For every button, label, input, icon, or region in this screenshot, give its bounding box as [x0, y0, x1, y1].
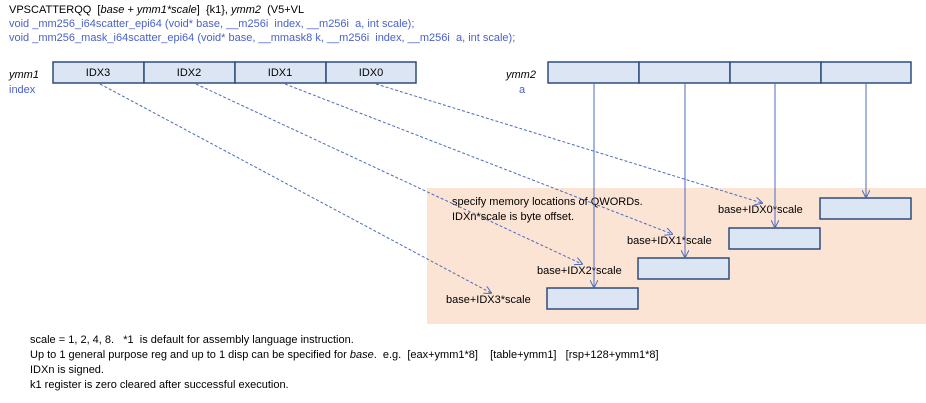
ymm2-cell-0: [820, 61, 912, 84]
ymm2-cell-2: [638, 61, 731, 84]
index-arrows: [99, 83, 762, 293]
instr-reg: ymm2: [231, 4, 261, 16]
footnotes: scale = 1, 2, 4, 8. *1 is default for as…: [30, 333, 659, 393]
instr-prefix: VPSCATTERQQ [: [9, 4, 101, 16]
ymm2-cell-3: [547, 61, 640, 84]
note-base-regs-c: . e.g. [eax+ymm1*8] [table+ymm1] [rsp+12…: [373, 349, 659, 361]
intrinsic-prototype-1: void _mm256_i64scatter_epi64 (void* base…: [9, 18, 415, 30]
data-arrows: [594, 83, 866, 287]
mem-cell-idx2: [637, 257, 730, 280]
index-arrow-idx0: [375, 83, 762, 203]
ymm1-cell-label-idx0: IDX0: [359, 67, 383, 79]
mem-cell-idx0: [819, 197, 912, 220]
instr-suffix: (V5+VL: [260, 4, 305, 16]
ymm1-var-label: index: [9, 84, 36, 96]
instr-mid: ] {k1},: [196, 4, 232, 16]
ymm1-cell-idx0: [325, 61, 417, 84]
note-base-regs-a: Up to 1 general purpose reg and up to 1 …: [30, 349, 350, 361]
mem-label-idx2: base+IDX2*scale: [537, 265, 622, 277]
ymm1-cell-label-idx1: IDX1: [268, 67, 292, 79]
ymm2-reg-label: ymm2: [505, 69, 536, 81]
note-k1: k1 register is zero cleared after succes…: [30, 379, 289, 391]
index-arrow-idx2: [195, 83, 582, 264]
instruction-syntax: VPSCATTERQQ [base + ymm1*scale] {k1}, ym…: [9, 4, 304, 17]
note-signed: IDXn is signed.: [30, 364, 104, 376]
mem-cell-idx3: [546, 287, 639, 310]
memory-note-line2: IDXn*scale is byte offset.: [452, 211, 574, 223]
instr-operand: base + ymm1*scale: [100, 4, 197, 16]
intrinsic-prototype-2: void _mm256_mask_i64scatter_epi64 (void*…: [9, 32, 516, 44]
ymm2-register: [547, 61, 912, 84]
mem-label-idx3: base+IDX3*scale: [446, 294, 531, 306]
ymm1-cell-label-idx2: IDX2: [177, 67, 201, 79]
mem-label-idx1: base+IDX1*scale: [627, 235, 712, 247]
note-scale: scale = 1, 2, 4, 8. *1 is default for as…: [30, 334, 354, 346]
memory-note-line1: specify memory locations of QWORDs.: [452, 196, 643, 208]
mem-cell-idx1: [728, 227, 821, 250]
index-arrow-idx3: [99, 83, 491, 293]
index-arrow-idx1: [284, 83, 672, 234]
ymm2-var-label: a: [519, 84, 526, 96]
ymm1-reg-label: ymm1: [8, 69, 39, 81]
note-base-regs-b: base: [349, 349, 374, 361]
ymm1-register: IDX3 IDX2 IDX1 IDX0: [52, 61, 417, 84]
mem-label-idx0: base+IDX0*scale: [718, 204, 803, 216]
note-base-regs: Up to 1 general purpose reg and up to 1 …: [30, 348, 659, 363]
memory-cells: [546, 197, 912, 310]
ymm1-cell-label-idx3: IDX3: [86, 67, 110, 79]
ymm2-cell-1: [729, 61, 822, 84]
